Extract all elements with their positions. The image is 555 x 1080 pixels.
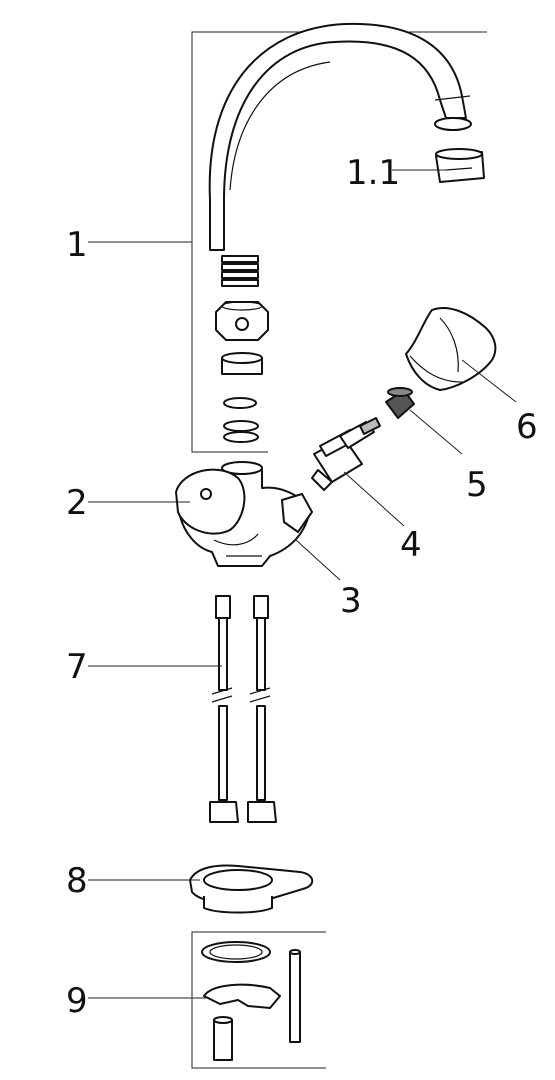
callout-5: 5 — [466, 465, 488, 505]
callout-2: 2 — [66, 483, 88, 523]
fixing-kit — [201, 941, 301, 1061]
handle-cap — [405, 307, 497, 391]
callout-1-1: 1.1 — [346, 153, 400, 193]
leader-4 — [343, 471, 405, 527]
callout-3: 3 — [340, 581, 362, 621]
mounting-plate — [189, 864, 314, 914]
bushing — [221, 352, 263, 375]
callout-8: 8 — [66, 861, 88, 901]
callout-6: 6 — [516, 407, 538, 447]
aerator — [435, 148, 485, 183]
callout-4: 4 — [400, 525, 422, 565]
spout — [208, 22, 472, 287]
callout-1: 1 — [66, 225, 88, 265]
snap-ring — [223, 397, 257, 409]
callout-9: 9 — [66, 981, 88, 1021]
adapter — [385, 387, 415, 419]
callout-7: 7 — [66, 647, 88, 687]
leader-3 — [295, 539, 341, 581]
leader-6 — [461, 359, 517, 403]
cartridge — [311, 417, 381, 491]
o-rings — [223, 420, 259, 443]
bracket-group-9 — [191, 931, 326, 1069]
union-nut — [215, 301, 269, 341]
leader-5 — [409, 409, 463, 455]
faucet-body — [175, 461, 313, 567]
supply-hoses — [209, 595, 277, 823]
